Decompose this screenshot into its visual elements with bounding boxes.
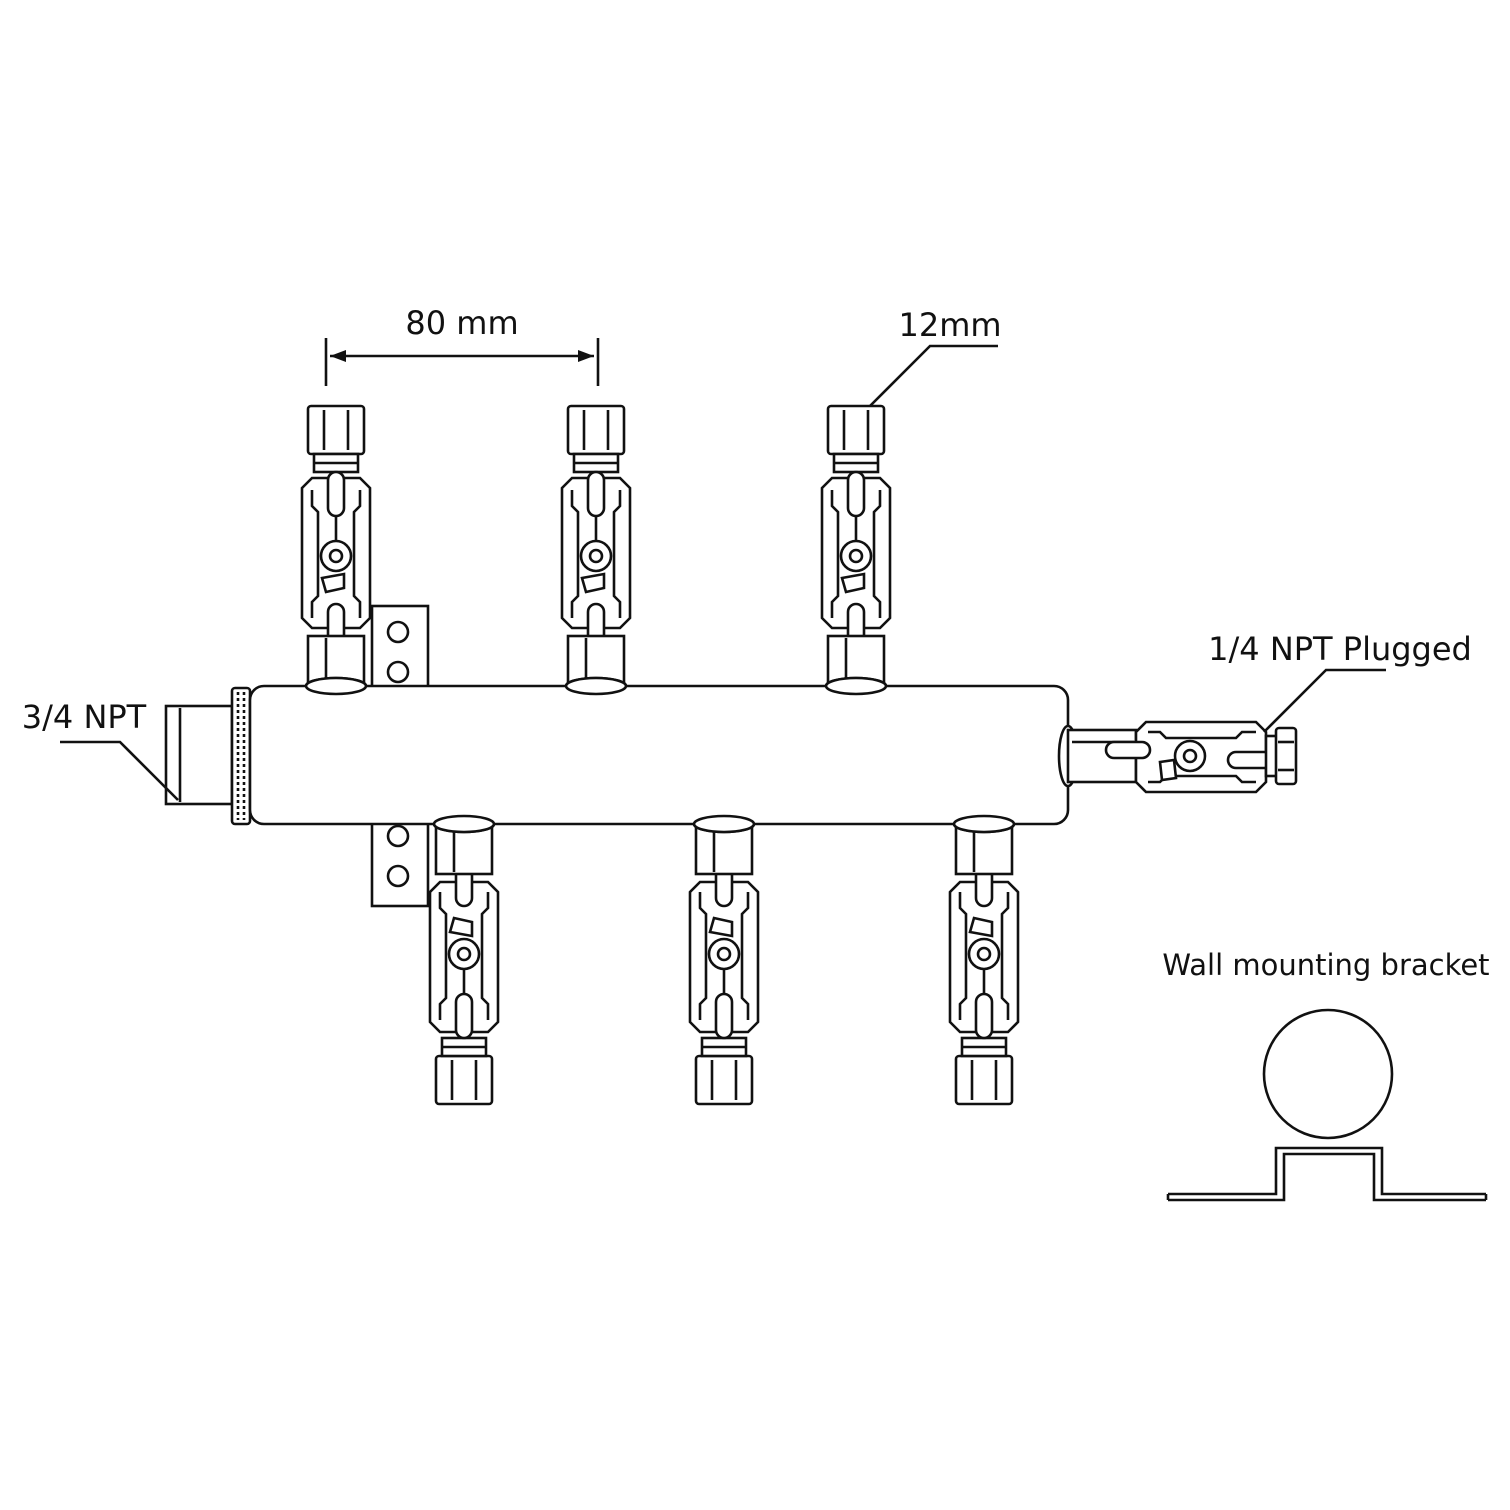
- pipe-section-icon: [1262, 1008, 1394, 1140]
- arrow-left-icon: [330, 350, 346, 362]
- inlet-label: 3/4 NPT: [22, 698, 147, 736]
- bracket-label: Wall mounting bracket: [1162, 948, 1489, 982]
- outlet-label: 1/4 NPT Plugged: [1208, 630, 1472, 668]
- inlet-fitting: [164, 686, 252, 826]
- valve-bottom-1: [428, 814, 500, 1106]
- tube-size-label: 12mm: [898, 306, 1001, 344]
- valve-bottom-2: [688, 814, 760, 1106]
- spacing-label: 80 mm: [405, 304, 518, 342]
- arrow-right-icon: [578, 350, 594, 362]
- tube-size-callout: 12mm: [867, 306, 1002, 409]
- valve-top-3: [820, 404, 892, 696]
- manifold-body: [248, 684, 1070, 826]
- outlet-valve: [1057, 720, 1298, 794]
- valve-top-1: [300, 404, 372, 696]
- bracket-upper: [370, 604, 430, 692]
- bracket-lower: [370, 818, 430, 908]
- spacing-dimension: 80 mm: [324, 304, 600, 386]
- bracket-detail: Wall mounting bracket: [1162, 948, 1490, 1202]
- inlet-callout: 3/4 NPT: [22, 698, 179, 801]
- outlet-callout: 1/4 NPT Plugged: [1208, 630, 1472, 733]
- valve-bottom-3: [948, 814, 1020, 1106]
- valve-top-2: [560, 404, 632, 696]
